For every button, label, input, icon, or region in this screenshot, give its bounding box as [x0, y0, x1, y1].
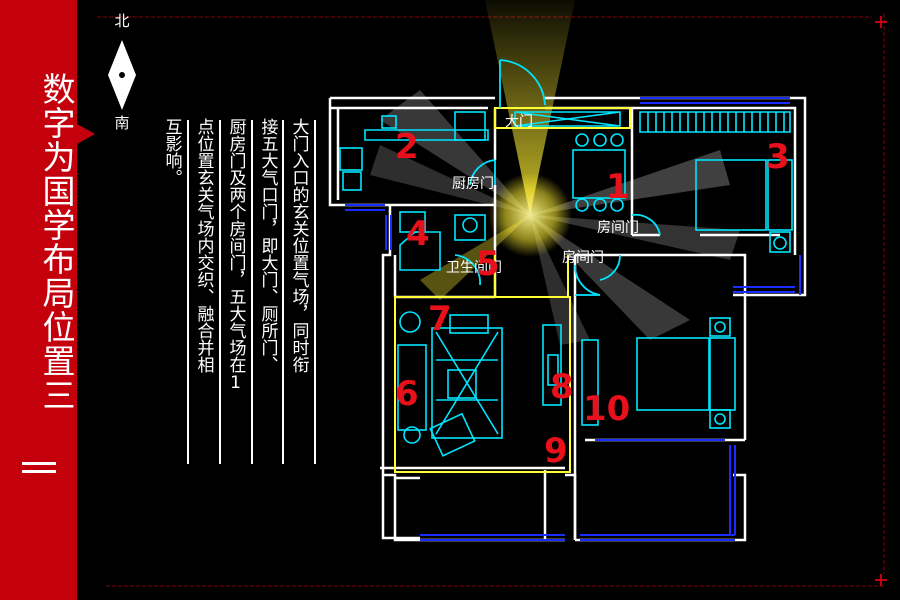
label-room-door-1: 房间门 [597, 220, 639, 236]
column-divider [251, 120, 253, 464]
door-labels: 大门 厨房门 房间门 卫生间门 房间门 [446, 114, 639, 276]
text-column-3: 厨房门及两个房间门，五大气场在1 [225, 118, 246, 393]
position-number: 5 [476, 244, 500, 284]
position-number: 8 [550, 367, 574, 407]
text-column-2: 接五大气口门，即大门、厕所门、 [257, 118, 278, 373]
position-number: 10 [583, 389, 630, 429]
position-numbers: 1 2 3 4 5 6 7 8 9 10 [395, 127, 790, 471]
compass-north-label: 北 [114, 12, 130, 30]
page-title: 数字为国学布局位置三 [37, 72, 76, 412]
floor-plan: 大门 厨房门 房间门 卫生间门 房间门 1 2 3 4 5 6 7 8 9 10 [328, 0, 807, 542]
title-underline-bottom [22, 470, 56, 473]
position-number: 1 [606, 167, 630, 207]
label-main-door: 大门 [505, 114, 533, 130]
compass-needle-icon [108, 40, 136, 110]
sidebar-pointer [77, 124, 95, 144]
energy-rays [370, 0, 740, 345]
sidebar-banner: 数字为国学布局位置三 [0, 0, 77, 600]
furniture [339, 111, 793, 457]
label-kitchen-door: 厨房门 [452, 176, 494, 192]
label-room-door-2: 房间门 [562, 250, 604, 266]
column-divider [282, 120, 284, 464]
text-column-4: 点位置玄关气场内交织、融合并相 [193, 118, 214, 373]
title-underline-top [22, 462, 56, 465]
position-number: 3 [766, 137, 790, 177]
column-divider [187, 120, 189, 464]
column-divider [314, 120, 316, 464]
zone-outlines [394, 107, 631, 473]
text-column-1: 大门入口的玄关位置气场，同时衔 [288, 118, 309, 373]
position-number: 9 [544, 431, 568, 471]
label-bath-door: 卫生间门 [446, 260, 502, 276]
doors [454, 59, 661, 296]
position-number: 2 [395, 127, 419, 167]
text-column-5: 互影响。 [161, 118, 182, 186]
column-divider [219, 120, 221, 464]
windows [345, 97, 801, 541]
position-number: 4 [406, 214, 430, 254]
compass-south-label: 南 [114, 114, 130, 132]
compass: 北 南 [100, 8, 144, 132]
position-number: 6 [395, 374, 419, 414]
position-number: 7 [428, 299, 452, 339]
